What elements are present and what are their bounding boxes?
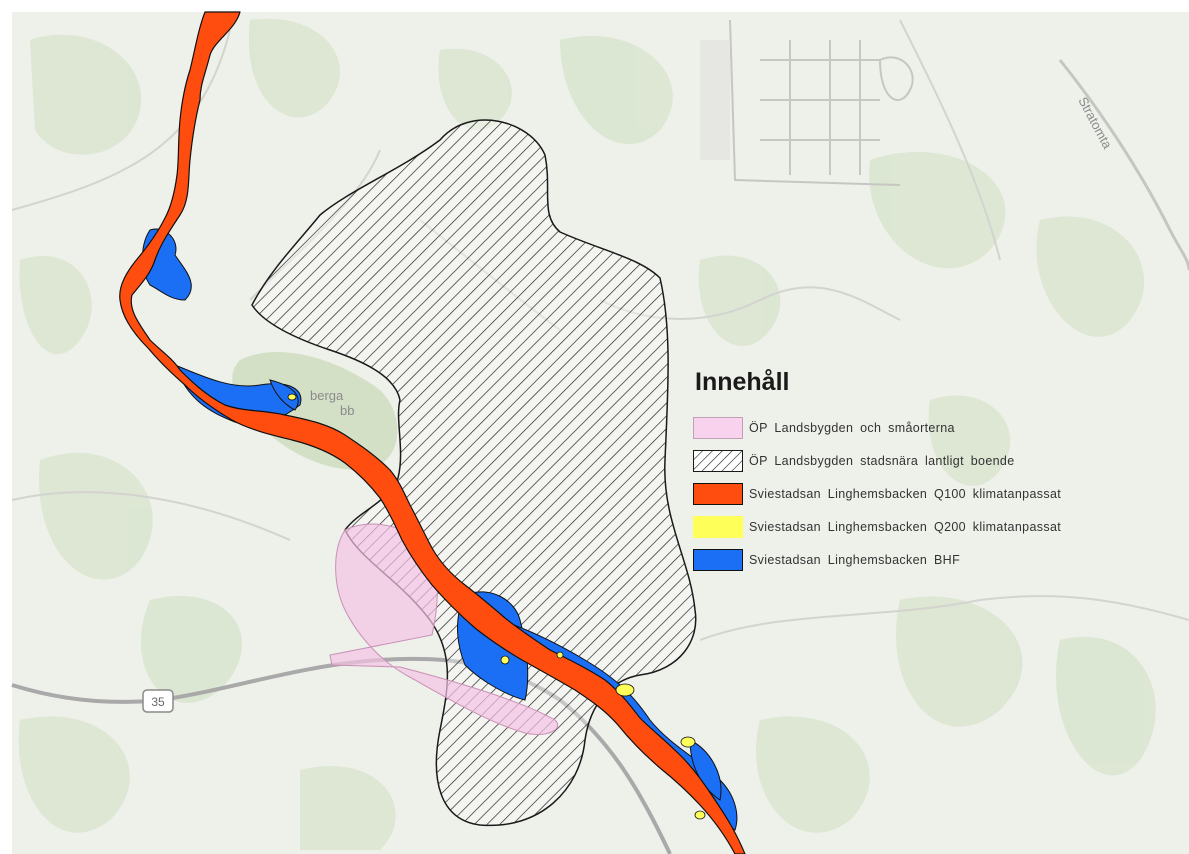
road-stratomta [1058, 59, 1189, 271]
route-shield-35: 35 [142, 689, 174, 713]
flood-q200[interactable] [287, 393, 706, 820]
vegetation-layer [18, 18, 1156, 850]
legend-title: Innehåll [695, 368, 790, 396]
place-label-bb: bb [340, 403, 354, 418]
legend-swatch-orange [693, 482, 743, 505]
minor-roads [11, 19, 1189, 641]
legend-item-q100: Sviestadsan Linghemsbacken Q100 klimatan… [693, 477, 1183, 510]
legend-item-stadsnara-lantligt-boende: ÖP Landsbygden stadsnära lantligt boende [693, 444, 1183, 477]
legend-label: ÖP Landsbygden stadsnära lantligt boende [749, 453, 1015, 468]
zone-stadsnara-lantligt-boende[interactable] [251, 119, 697, 827]
legend-label: Sviestadsan Linghemsbacken Q200 klimatan… [749, 519, 1062, 534]
legend-item-landsbygden-smaorterna: ÖP Landsbygden och småorterna [693, 411, 1183, 444]
legend-label: Sviestadsan Linghemsbacken Q100 klimatan… [749, 486, 1062, 501]
legend-swatch-yellow [693, 515, 743, 538]
legend-item-bhf: Sviestadsan Linghemsbacken BHF [693, 543, 1183, 576]
built-up-area [700, 19, 914, 186]
legend-label: ÖP Landsbygden och småorterna [749, 420, 955, 435]
legend-swatch-blue [693, 548, 743, 571]
legend-item-q200: Sviestadsan Linghemsbacken Q200 klimatan… [693, 510, 1183, 543]
legend-swatch-hatch [693, 449, 743, 472]
route-shield-number: 35 [151, 695, 165, 709]
legend-label: Sviestadsan Linghemsbacken BHF [749, 552, 961, 567]
place-label-berga: berga [310, 388, 344, 403]
map-legend: Innehåll ÖP Landsbygden och småorterna Ö… [693, 368, 1183, 576]
legend-swatch-pink [693, 416, 743, 439]
flood-q100[interactable] [119, 11, 746, 854]
